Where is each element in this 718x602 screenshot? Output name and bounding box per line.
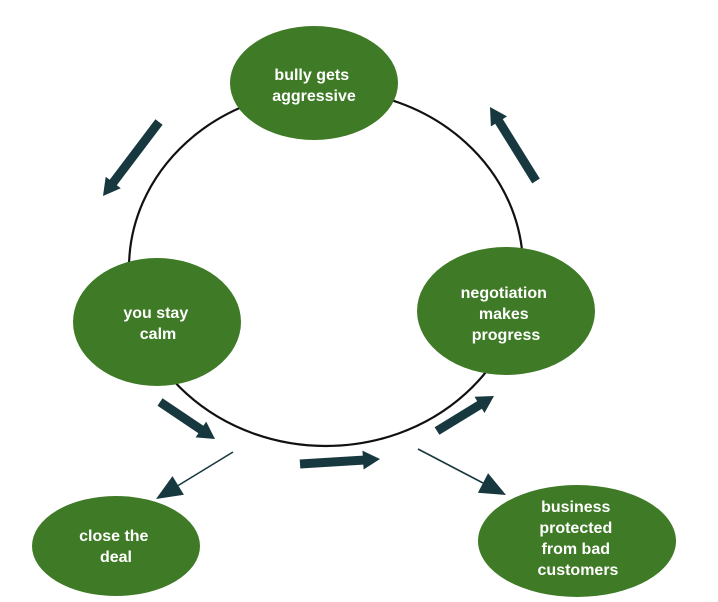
node-label-line: progress [472, 327, 541, 344]
arrow-calm-to-center [157, 398, 215, 439]
node-bully-gets-aggressive-shape [230, 26, 398, 140]
node-label-line: deal [100, 549, 132, 566]
arrow-center-to-progress [299, 450, 380, 470]
node-label-line: you stay [123, 305, 188, 322]
node-label-line: aggressive [272, 88, 356, 105]
thin-arrows-group [156, 448, 506, 499]
node-bully-gets-aggressive-label: bully gets aggressive [272, 67, 356, 105]
node-label-line: makes [479, 306, 529, 323]
node-close-the-deal: close the deal [32, 496, 200, 596]
node-business-protected: business protected from bad customers [478, 485, 676, 597]
node-label-line: protected [539, 520, 612, 537]
node-you-stay-calm-shape [73, 258, 241, 386]
arrow-to-close-deal-head [156, 476, 184, 499]
node-negotiation-makes-progress-label: negotiation makes progress [461, 285, 552, 344]
node-negotiation-makes-progress-shape [417, 247, 595, 375]
node-negotiation-makes-progress: negotiation makes progress [417, 247, 595, 375]
arrow-to-business-protected-line [417, 448, 484, 484]
node-bully-gets-aggressive: bully gets aggressive [230, 26, 398, 140]
node-you-stay-calm-label: you stay calm [123, 305, 192, 343]
node-label-line: from bad [542, 541, 610, 558]
node-you-stay-calm: you stay calm [73, 258, 241, 386]
node-label-line: negotiation [461, 285, 547, 302]
arrow-aggressive-to-calm [103, 119, 163, 196]
node-close-the-deal-label: close the deal [79, 528, 153, 566]
node-label-line: customers [538, 562, 619, 579]
node-label-line: bully gets [274, 67, 349, 84]
node-close-the-deal-shape [32, 496, 200, 596]
node-business-protected-label: business protected from bad customers [538, 499, 619, 579]
node-label-line: close the [79, 528, 148, 545]
node-label-line: business [541, 499, 610, 516]
arrow-progress-to-aggressive [490, 107, 540, 184]
node-label-line: calm [140, 326, 176, 343]
node-business-protected-shape [478, 485, 676, 597]
thick-arrows-group [103, 107, 540, 470]
arrow-to-business-protected-head [477, 473, 506, 495]
arrow-to-close-deal-line [177, 451, 234, 487]
arrow-to-progress [434, 396, 494, 435]
